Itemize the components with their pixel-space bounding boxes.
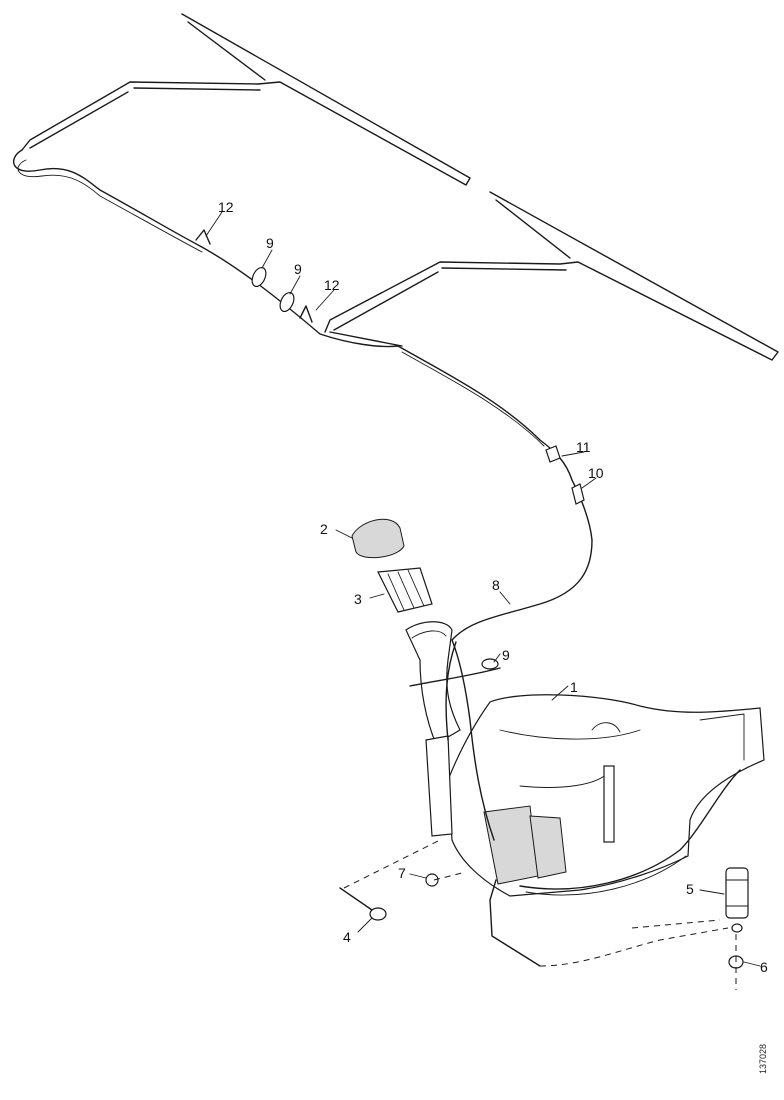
reservoir-tank xyxy=(425,694,765,897)
washer-pump xyxy=(725,867,749,969)
callout-11: 11 xyxy=(576,439,591,455)
callout-labels: 1 2 3 4 5 6 7 8 9 9 9 10 11 12 12 xyxy=(218,199,768,975)
callout-6: 6 xyxy=(760,959,768,975)
callout-2: 2 xyxy=(320,521,328,537)
check-valve-11 xyxy=(545,445,561,463)
callout-1: 1 xyxy=(570,679,578,695)
callout-3: 3 xyxy=(354,591,362,607)
left-wiper-arm xyxy=(21,13,471,186)
callout-8: 8 xyxy=(492,577,500,593)
callout-9b: 9 xyxy=(294,261,302,277)
washer-hose-lower xyxy=(409,639,741,967)
hose-clip-9a xyxy=(251,266,267,288)
leader-lines xyxy=(205,211,761,967)
connector-10 xyxy=(571,483,585,505)
assembly-lines xyxy=(343,839,737,990)
callout-5: 5 xyxy=(686,881,694,897)
hose-fittings xyxy=(195,229,585,505)
filler-cap xyxy=(351,518,405,559)
connector-12 xyxy=(195,229,313,323)
hose-clip-9b xyxy=(279,291,295,313)
callout-9c: 9 xyxy=(502,647,510,663)
document-id: 137028 xyxy=(758,1044,768,1074)
callout-9a: 9 xyxy=(266,235,274,251)
right-wiper-arm xyxy=(324,191,779,361)
tank-bracket xyxy=(425,735,453,837)
callout-10: 10 xyxy=(588,465,604,481)
hose-clip-9c-line xyxy=(409,667,501,687)
callout-4: 4 xyxy=(343,929,351,945)
fasteners xyxy=(339,873,439,921)
strainer xyxy=(377,567,433,613)
washer-hose-upper xyxy=(13,149,593,641)
callout-12a: 12 xyxy=(218,199,234,215)
bolt-4 xyxy=(369,907,387,921)
nut-7 xyxy=(425,873,439,887)
callout-7: 7 xyxy=(398,865,406,881)
callout-12b: 12 xyxy=(324,277,340,293)
